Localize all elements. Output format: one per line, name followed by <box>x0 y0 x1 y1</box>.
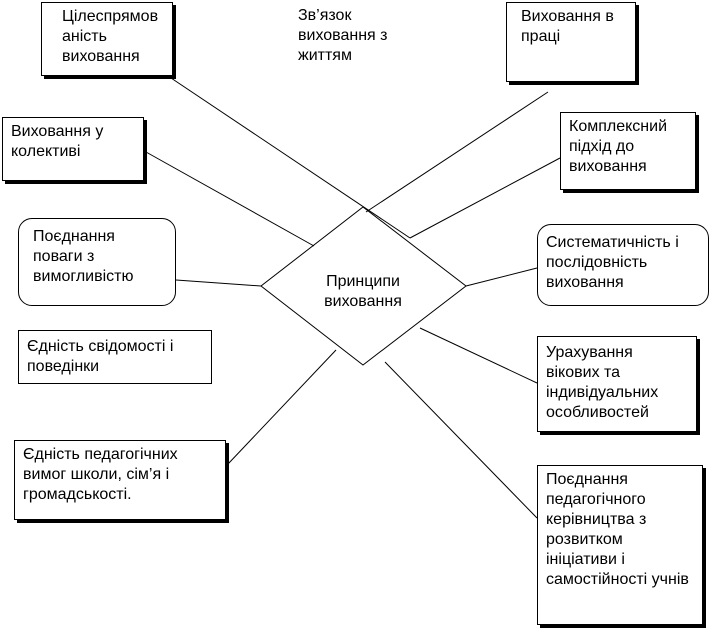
connector-line <box>227 349 337 465</box>
connector-line <box>419 327 538 384</box>
connector-line <box>175 279 262 287</box>
principle-age-individual: Урахування вікових та індивідуальних осо… <box>537 336 697 432</box>
principle-guidance-initiative: Поєднання педагогічного керівництва з ро… <box>537 465 703 625</box>
connector-line <box>365 91 549 213</box>
principle-systematic: Систематичність і послідовність вихованн… <box>537 224 709 306</box>
center-diamond <box>260 206 467 366</box>
center-label: Принципи виховання <box>324 273 402 310</box>
connector-line <box>145 151 315 247</box>
principle-labor: Виховання в праці <box>506 2 636 82</box>
principle-life-connection: Зв’язок виховання з життям <box>286 2 428 74</box>
principle-collective: Виховання у колективі <box>2 117 144 181</box>
principle-complex-approach: Комплексний підхід до виховання <box>560 112 696 190</box>
principle-unity-demands: Єдність педагогічних вимог школи, сім’я … <box>14 440 226 520</box>
connector-line <box>384 361 538 519</box>
principle-purposefulness: Цілеспрямов аність виховання <box>41 2 173 76</box>
connector-line <box>170 77 411 239</box>
connector-line <box>409 157 561 239</box>
principle-consciousness-behavior: Єдність свідомості і поведінки <box>18 330 212 384</box>
connector-line <box>465 267 538 287</box>
principle-respect-demand: Поєднання поваги з вимогливістю <box>18 218 176 306</box>
